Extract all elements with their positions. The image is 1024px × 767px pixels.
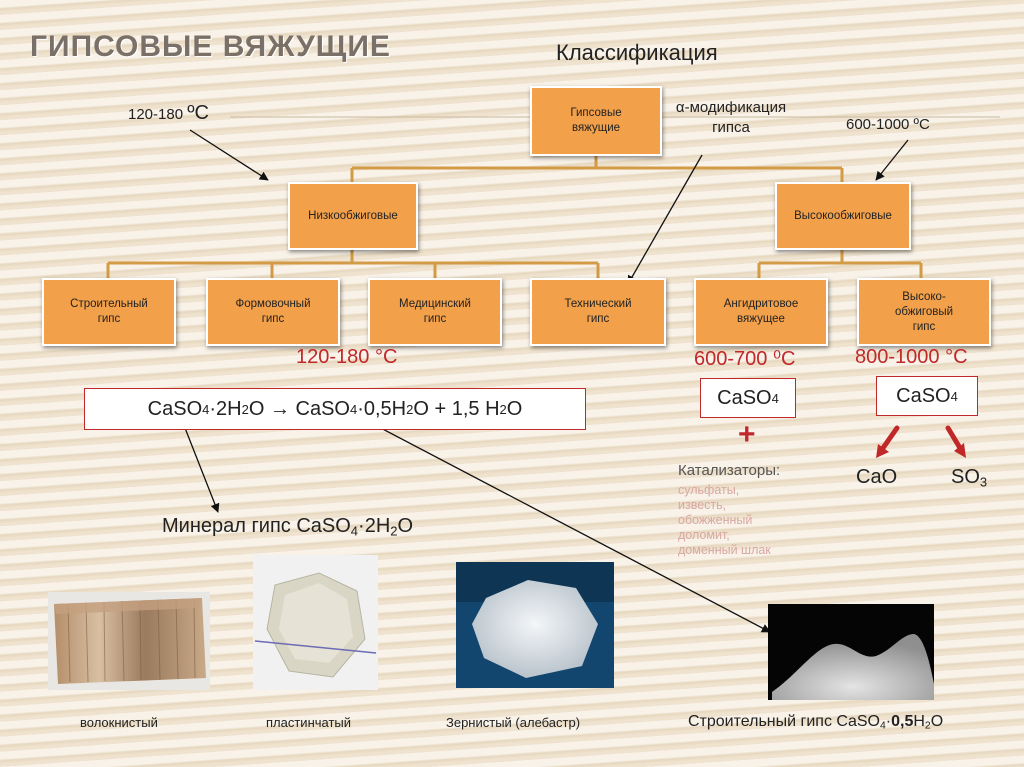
catalysts-heading: Катализаторы: [678, 462, 781, 479]
node-leaf-label: Высоко-обжиговый гипс [894, 290, 954, 333]
catalyst-item: обожженный [678, 513, 753, 527]
slide-subtitle: Классификация [556, 40, 718, 65]
low-temp-unit: ºC [187, 102, 209, 124]
product-so3: SO3 [951, 466, 988, 490]
node-root-label: Гипсовые вяжущие [570, 107, 622, 134]
catalyst-item: доломит, [678, 528, 730, 542]
mineral-gypsum-label: Минерал гипс CaSO4·2H2O [162, 515, 414, 539]
catalyst-item: известь, [678, 498, 727, 512]
catalysts-block: Катализаторы: сульфаты, известь, обожжен… [678, 462, 780, 558]
node-leaf-label: Ангидритовое вяжущее [723, 298, 799, 325]
catalyst-item: сульфаты, [678, 483, 740, 497]
alpha-line-2: гипса [712, 119, 750, 136]
catalyst-item: доменный шлак [678, 543, 771, 557]
caption-fibrous: волокнистый [80, 715, 158, 730]
product-cao: CaO [856, 466, 898, 488]
caption-building-gypsum: Строительный гипс CaSO4·0,5H2O [688, 713, 944, 732]
temp-high-fired: 800-1000 °C [855, 346, 968, 368]
caption-lamellar: пластинчатый [266, 715, 352, 730]
alpha-modification-label: α-модификация гипса [656, 98, 806, 138]
node-leaf-label: Формовочный гипс [235, 298, 311, 325]
node-leaf-label: Строительный гипс [70, 298, 148, 325]
lamellar-gypsum-photo [253, 555, 378, 690]
catalysts-list: сульфаты, известь, обожженный доломит, д… [678, 483, 780, 558]
node-high-fired-label: Высокообжиговые [794, 209, 892, 222]
node-leaf-high-fired-gypsum: Высоко-обжиговый гипс [857, 278, 991, 346]
temp-anhydrite: 600-700 ⁰C [694, 348, 796, 370]
node-root: Гипсовые вяжущие [530, 86, 662, 156]
high-temp-annotation: 600-1000 ºC [846, 116, 930, 133]
plus-icon: + [738, 418, 756, 451]
node-low-fired-label: Низкообжиговые [308, 209, 398, 222]
caption-granular: Зернистый (алебастр) [446, 715, 581, 730]
alpha-line-1: α-модификация [675, 99, 787, 116]
node-high-fired: Высокообжиговые [775, 182, 911, 250]
node-leaf-technical: Технический гипс [530, 278, 666, 346]
fibrous-gypsum-photo [48, 592, 210, 690]
low-temp-value: 120-180 [128, 106, 188, 123]
low-temp-annotation: 120-180 ºC [128, 102, 209, 125]
node-leaf-label: Медицинский гипс [399, 298, 471, 325]
granular-gypsum-photo [456, 562, 614, 688]
node-leaf-label: Технический гипс [564, 298, 632, 325]
node-leaf-building: Строительный гипс [42, 278, 176, 346]
node-leaf-molding: Формовочный гипс [206, 278, 340, 346]
temp-low-fired: 120-180 °C [296, 346, 398, 368]
node-leaf-anhydrite: Ангидритовое вяжущее [694, 278, 828, 346]
node-low-fired: Низкообжиговые [288, 182, 418, 250]
building-gypsum-powder-photo [768, 604, 934, 700]
slide-title: ГИПСОВЫЕ ВЯЖУЩИЕ [30, 30, 391, 63]
node-leaf-medical: Медицинский гипс [368, 278, 502, 346]
